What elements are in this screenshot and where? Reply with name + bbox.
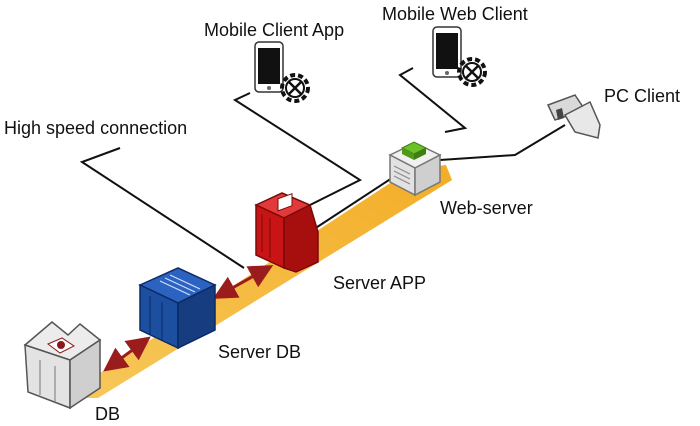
server-db-icon [138,267,217,350]
web-server-icon [388,141,442,197]
label-db: DB [95,404,120,424]
database-icon [23,321,102,410]
line-pc-client [439,124,566,161]
line-web-to-app [304,177,393,236]
label-web-server: Web-server [440,198,533,218]
arrow-serverdb-serverapp [212,265,274,299]
connector-lines [79,67,566,269]
smartphone-icon [432,26,462,78]
label-mobile-client-app: Mobile Client App [204,20,344,40]
gear-tools-icon [280,73,310,103]
label-mobile-web-client: Mobile Web Client [382,4,528,24]
line-high-speed [79,147,245,269]
label-pc-client: PC Client [604,86,680,106]
line-mobile-app [232,92,363,206]
line-mobile-web [398,67,468,133]
double-arrows [103,265,274,372]
gear-tools-icon [457,57,487,87]
label-server-db: Server DB [218,342,301,362]
pc-client-icon [546,94,601,139]
label-server-app: Server APP [333,273,426,293]
smartphone-icon [254,41,284,93]
label-high-speed-connection: High speed connection [4,118,187,138]
arrow-db-serverdb [103,336,151,372]
server-app-icon [254,192,319,273]
